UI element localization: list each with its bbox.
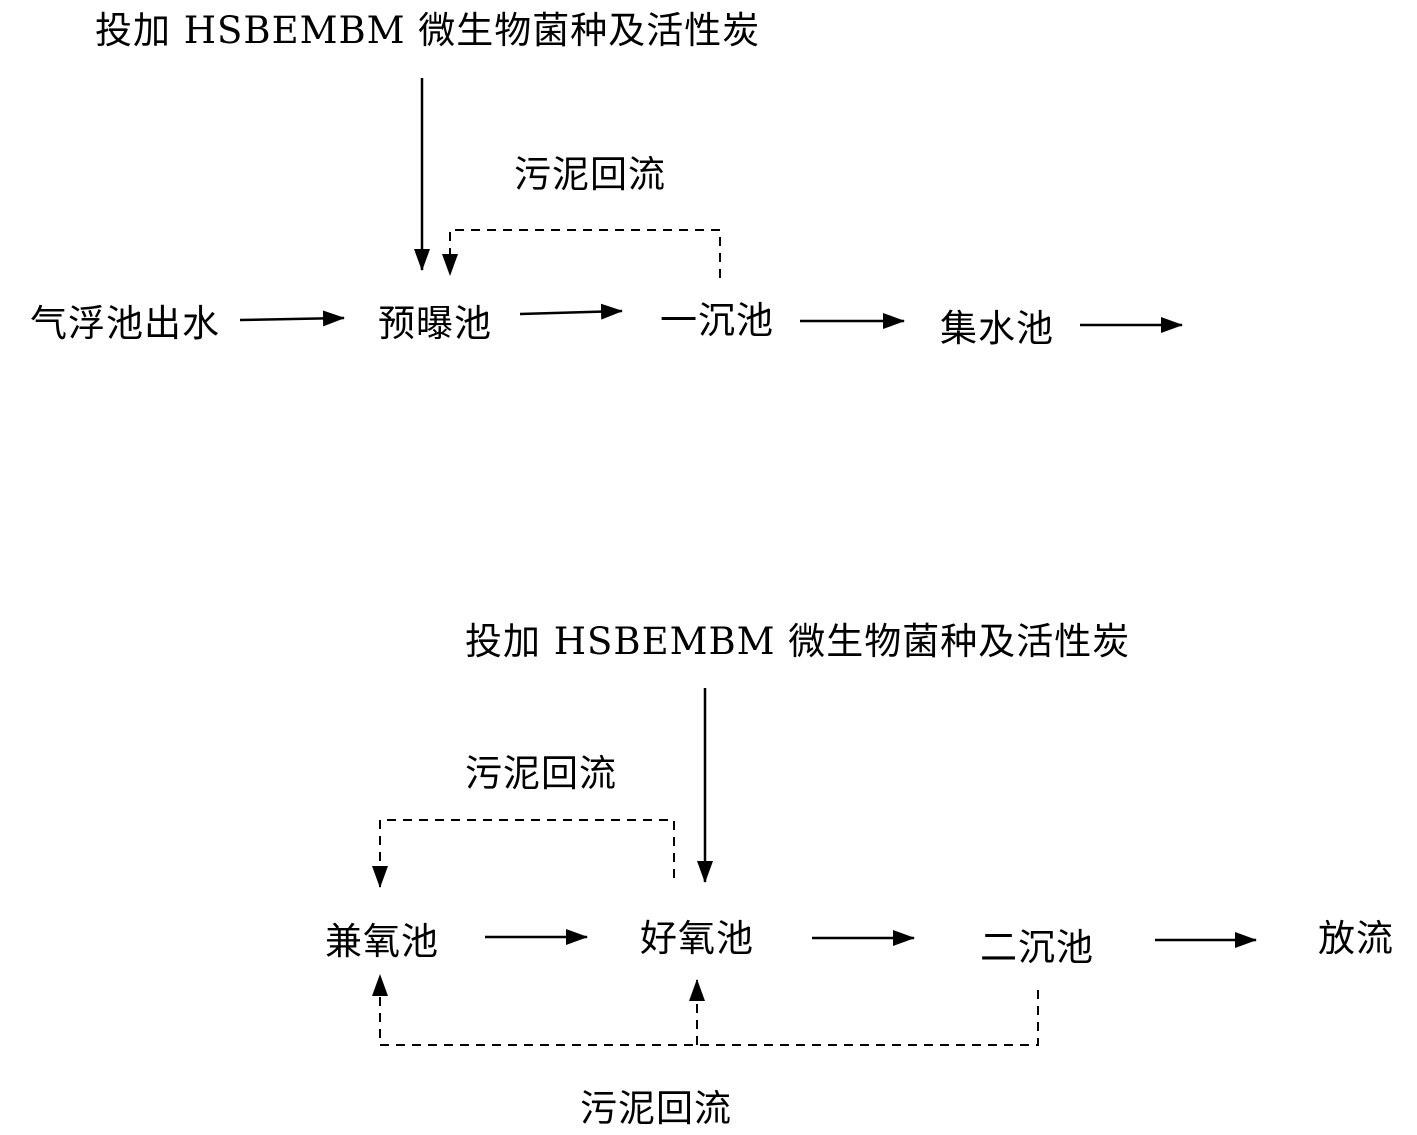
dosing-label-1: 投加 HSBEMBM 微生物菌种及活性炭 [95, 9, 761, 52]
node-discharge: 放流 [1318, 917, 1394, 960]
node-collection-tank: 集水池 [940, 307, 1054, 350]
arrow-1-a [239, 310, 345, 327]
recycle-loop-1 [442, 229, 721, 278]
recycle-loop-2-top [372, 819, 675, 888]
recycle-label-1: 污泥回流 [514, 153, 666, 196]
node-aerobic-tank: 好氧池 [640, 917, 754, 960]
recycle-loop-2-bottom [372, 974, 1039, 1046]
arrow-1-b [519, 303, 623, 320]
recycle-label-2-bottom: 污泥回流 [580, 1087, 732, 1130]
node-anoxic-tank: 兼氧池 [325, 920, 439, 963]
node-primary-settling-tank: 一沉池 [660, 299, 774, 342]
recycle-label-2-top: 污泥回流 [465, 752, 617, 795]
node-pre-aeration-tank: 预曝池 [378, 302, 492, 345]
node-secondary-settling-tank: 二沉池 [980, 926, 1094, 969]
dosing-label-2: 投加 HSBEMBM 微生物菌种及活性炭 [465, 620, 1131, 663]
node-flotation-effluent: 气浮池出水 [30, 302, 220, 345]
